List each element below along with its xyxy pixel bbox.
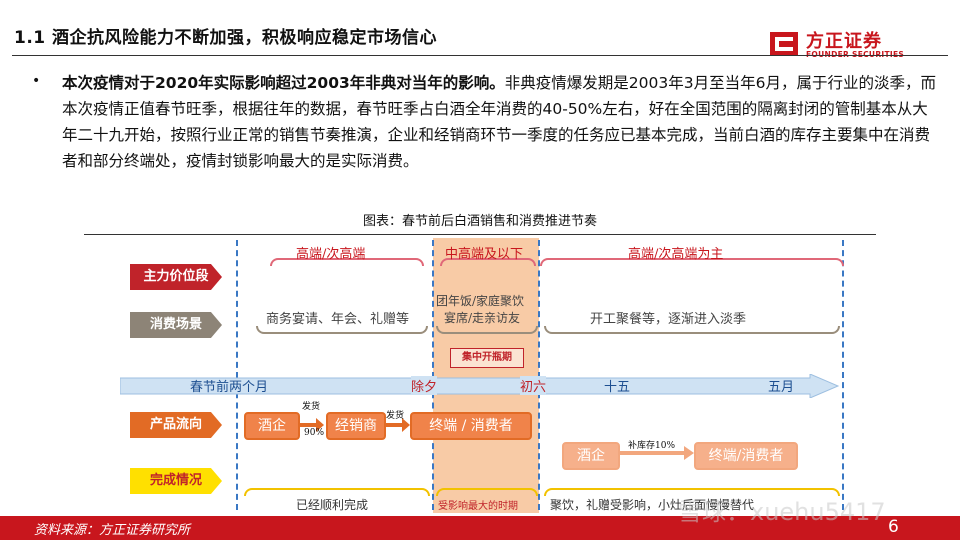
scene-brace-right [544,326,840,334]
status-right-text: 聚饮，礼赠受影响，小灶后面慢慢替代 [550,498,755,512]
body-paragraph: 本次疫情对于2020年实际影响超过2003年非典对当年的影响。非典疫情爆发期是2… [62,70,942,174]
row-label-scene: 消费场景 [130,312,222,338]
price-brace-right [540,258,844,266]
status-brace-mid [436,488,538,496]
row-label-flow: 产品流向 [130,412,222,438]
price-left-label: 高端/次高端 [296,247,366,262]
status-left-text: 已经顺利完成 [296,498,369,512]
separator-line [236,240,238,510]
flow-arrow1-bottom: 90% [304,428,325,438]
source-note: 资料来源：方正证券研究所 [34,523,191,538]
peak-tag: 集中开瓶期 [450,348,524,368]
flow-arrow-icon [298,418,324,432]
row-label-price: 主力价位段 [130,264,222,290]
flow-arrow-icon [618,446,694,460]
footer-bar [0,516,960,540]
price-right-label: 高端/次高端为主 [628,247,724,262]
scene-left-text: 商务宴请、年会、礼赠等 [266,312,410,327]
timeline-label: 五月 [768,380,795,395]
flow-arrow-icon [384,418,410,432]
separator-line [538,240,540,510]
row-label-status: 完成情况 [130,468,222,494]
bullet-marker: • [32,73,41,89]
logo-text-cn: 方正证券 [806,31,882,52]
separator-line [432,240,434,510]
flow-box-distributor: 经销商 [326,412,386,440]
flow-box-consumer: 终端 / 消费者 [410,412,532,440]
status-mid-text: 受影响最大的时期 [438,501,518,512]
price-brace-mid [440,258,536,266]
header-divider [12,55,948,56]
peak-period-band [433,238,539,513]
timeline-arrow [120,374,840,398]
figure-caption: 图表：春节前后白酒销售和消费推进节奏 [362,214,597,229]
timeline-label: 初六 [520,376,547,395]
timeline-label: 春节前两个月 [190,380,269,395]
scene-right-text: 开工聚餐等，逐渐进入淡季 [590,312,747,327]
price-brace-left [270,258,424,266]
status-brace-right [544,488,840,496]
scene-brace-left [256,326,428,334]
scene-mid-text-1: 团年饭/家庭聚饮 [436,294,525,308]
status-brace-left [244,488,430,496]
page-number: 6 [888,517,899,537]
founder-logo: 方正证券 FOUNDER SECURITIES [768,30,938,62]
founder-logo-icon [770,32,798,56]
paragraph-lead: 本次疫情对于2020年实际影响超过2003年非典对当年的影响。 [62,74,505,92]
flow-arrow1-top: 发货 [302,402,321,412]
timeline-label: 十五 [604,380,631,395]
paragraph-text: 非典疫情爆发期是2003年3月至当年6月，属于行业的淡季，而本次疫情正值春节旺季… [62,74,936,170]
scene-mid-text-2: 宴席/走亲访友 [444,311,521,325]
timeline-label: 除夕 [411,376,438,395]
flow-arrow2-top: 发货 [386,411,405,421]
flow-box-consumer-2: 终端/消费者 [694,442,798,470]
flow-box-distillery-2: 酒企 [562,442,620,470]
scene-brace-mid [436,326,538,334]
watermark: 雪球：xuehu5417 [678,498,886,526]
flow-arrow3-top: 补库存10% [628,441,676,451]
separator-line [842,240,844,510]
caption-divider [84,234,876,235]
price-mid-label: 中高端及以下 [445,247,524,262]
page-title: 1.1 酒企抗风险能力不断加强，积极响应稳定市场信心 [14,28,438,48]
logo-text-en: FOUNDER SECURITIES [806,50,904,59]
flow-box-distillery: 酒企 [244,412,300,440]
